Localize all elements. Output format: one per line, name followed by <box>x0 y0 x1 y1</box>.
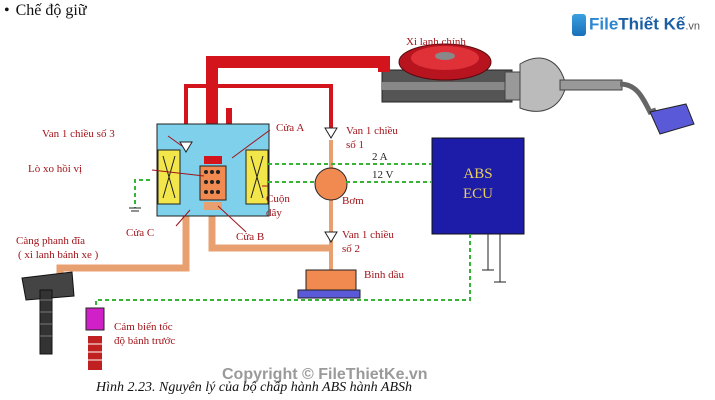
label-caliper-line2: ( xi lanh bánh xe ) <box>18 249 99 261</box>
signal-wires <box>95 163 471 310</box>
figure-caption: Hình 2.23. Nguyên lý của bộ chấp hành AB… <box>96 380 412 395</box>
label-check-valve-2-line1: Van 1 chiều <box>342 229 394 241</box>
label-check-valve-1-line2: số 1 <box>346 139 364 151</box>
label-pump: Bơm <box>342 195 364 207</box>
page-heading: • Chế độ giữ <box>4 2 87 20</box>
caliper-icon <box>21 271 75 355</box>
label-check-valve-3: Van 1 chiều số 3 <box>42 128 115 140</box>
check-valve-2-icon <box>324 231 338 243</box>
check-valve-3-icon <box>179 141 193 153</box>
ecu-label-ecu: ECU <box>463 186 493 202</box>
label-port-b: Cửa B <box>236 231 264 243</box>
master-cylinder-icon <box>381 43 695 135</box>
label-caliper-line1: Càng phanh đĩa <box>16 235 85 247</box>
label-coil-line1: Cuộn <box>266 193 290 205</box>
label-current: 2 A <box>372 151 388 163</box>
logo-word-thietke: Thiết Kế <box>618 14 686 34</box>
label-coil-line2: dây <box>266 207 282 219</box>
reservoir-icon <box>297 269 361 299</box>
site-logo: FileThiết Kế.vn <box>572 14 712 44</box>
label-check-valve-1-line1: Van 1 chiều <box>346 125 398 137</box>
label-port-a: Cửa A <box>276 122 304 134</box>
leader-lines <box>151 129 271 233</box>
label-master-cylinder: Xi lanh chính <box>406 36 466 48</box>
pump-icon <box>314 167 348 201</box>
wheel-speed-sensor-icon <box>85 307 105 370</box>
label-sensor-line2: độ bánh trước <box>114 335 175 347</box>
label-reservoir: Bình dầu <box>364 269 405 281</box>
label-port-c: Cửa C <box>126 227 154 239</box>
label-check-valve-2-line2: số 2 <box>342 243 360 255</box>
check-valve-1-icon <box>324 127 338 139</box>
copyright-watermark: Copyright © FileThietKe.vn <box>222 366 428 383</box>
heading-text: Chế độ giữ <box>15 2 87 19</box>
logo-domain: .vn <box>685 20 701 33</box>
heading-bullet: • <box>4 2 10 19</box>
label-sensor-line1: Cảm biến tốc <box>114 321 173 333</box>
ground-symbol-icon <box>129 207 141 212</box>
solenoid-valve-housing <box>156 123 270 217</box>
label-voltage: 12 V <box>372 169 394 181</box>
ecu-label-abs: ABS <box>463 166 492 182</box>
logo-mark-icon <box>572 14 586 36</box>
abs-ecu-box: ABS ECU <box>431 137 525 283</box>
label-return-spring: Lò xo hồi vị <box>28 163 82 175</box>
logo-word-file: File <box>589 14 619 34</box>
